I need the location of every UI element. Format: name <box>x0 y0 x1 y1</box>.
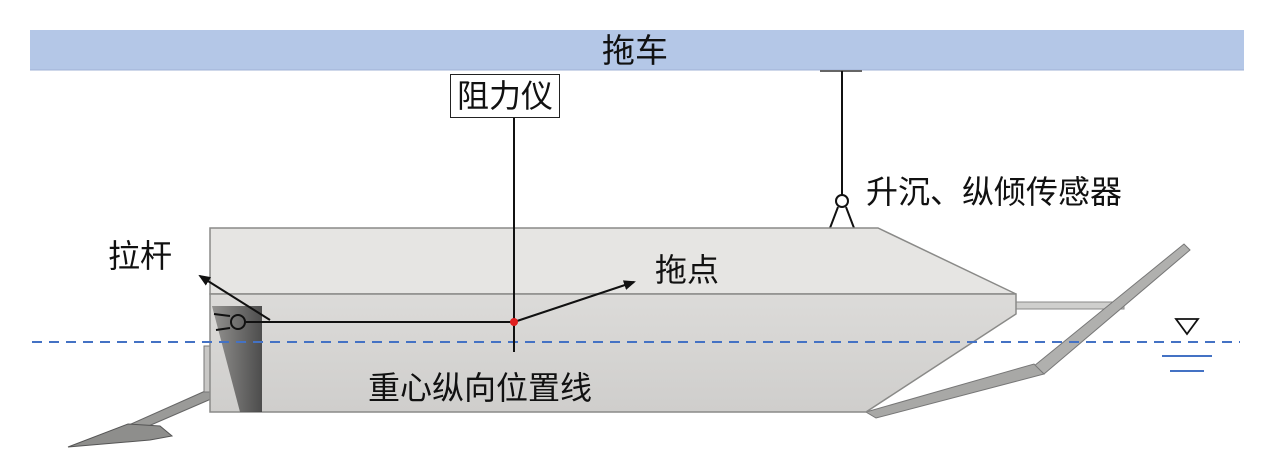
pull-rod-link-2 <box>215 327 231 331</box>
rear-foil <box>67 345 219 448</box>
sensor-legs <box>829 206 855 229</box>
sensor-label: 升沉、纵倾传感器 <box>866 173 1123 211</box>
pull-rod-pivot <box>230 314 246 330</box>
carriage-label: 拖车 <box>602 31 668 70</box>
resistance-meter-label: 阻力仪 <box>450 74 561 118</box>
cg-line-label: 重心纵向位置线 <box>368 369 593 407</box>
tow-point <box>510 318 518 326</box>
hull <box>209 227 1017 413</box>
tow-point-label: 拖点 <box>655 251 720 289</box>
pull-rod-arrow <box>198 274 271 321</box>
hull-deck <box>209 227 1017 295</box>
hull-transom <box>212 306 262 412</box>
sensor-symbol <box>835 194 849 208</box>
carriage-bar <box>30 30 1244 70</box>
pull-rod-link <box>213 313 231 317</box>
tow-force-arrow <box>513 280 636 323</box>
pull-rod-label: 拉杆 <box>108 237 173 275</box>
water-level-symbol <box>1162 318 1212 372</box>
hull-side <box>209 293 1017 413</box>
